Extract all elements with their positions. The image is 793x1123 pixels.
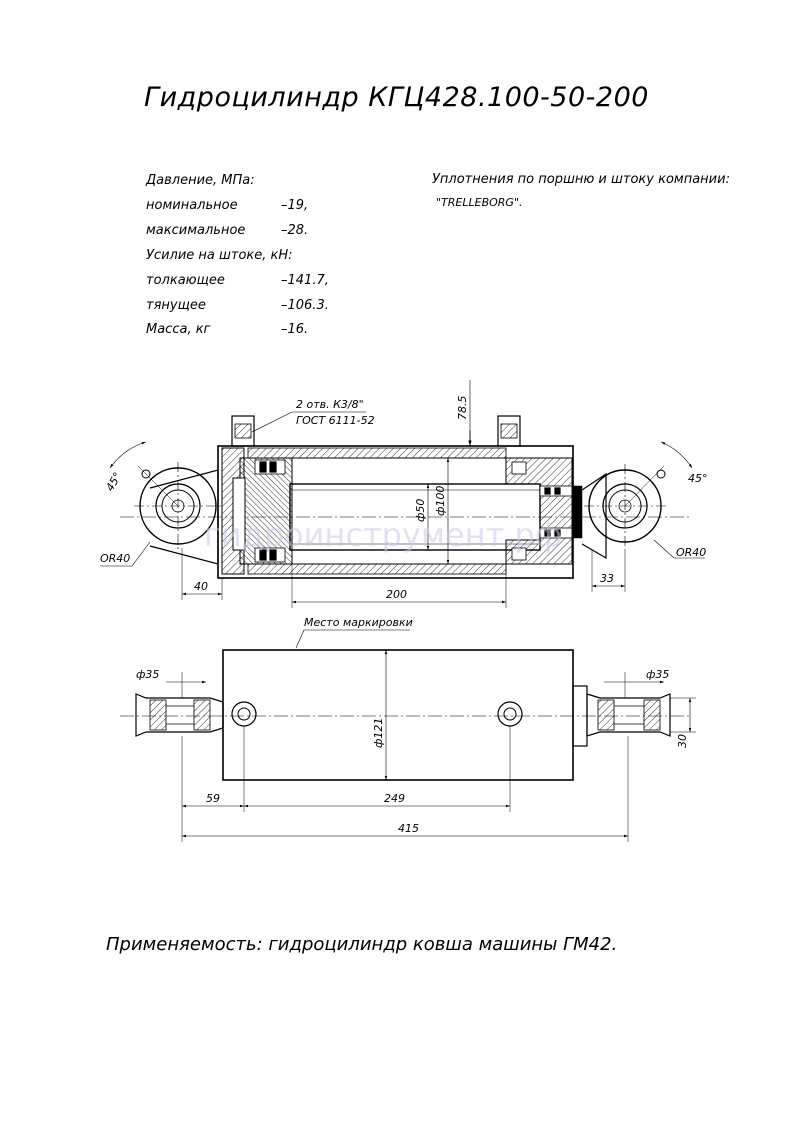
dist-59-label: 59	[206, 792, 220, 805]
seals-note-line1: Уплотнения по поршню и штоку компании:	[432, 172, 730, 187]
bore-label: ф100	[434, 486, 447, 516]
pin-left-label: ф35	[136, 668, 159, 681]
applicability-note: Применяемость: гидроцилиндр ковша машины…	[106, 934, 618, 955]
eye-width-label: 30	[676, 734, 689, 748]
right-offset-label: 33	[600, 572, 614, 585]
nominal-value: –19,	[281, 198, 309, 213]
height-label: 78.5	[456, 396, 469, 421]
seals-note-line2: "TRELLEBORG".	[436, 196, 523, 209]
total-length-label: 415	[398, 822, 419, 835]
gost-label: ГОСТ 6111-52	[296, 414, 375, 427]
radius-right-label: OR40	[676, 546, 706, 559]
pressure-label: Давление, МПа:	[146, 173, 255, 188]
stroke-label: 200	[386, 588, 407, 601]
top-view	[120, 629, 696, 842]
ports-label: 2 отв. К3/8"	[296, 398, 364, 411]
push-label: толкающее	[146, 273, 225, 288]
pull-label: тянущее	[146, 298, 206, 313]
left-offset-label: 40	[194, 580, 208, 593]
port-right	[497, 415, 521, 447]
section-view	[100, 380, 705, 608]
maximum-value: –28.	[281, 223, 309, 238]
mass-label: Масса, кг	[146, 322, 211, 337]
boss-left	[231, 701, 257, 727]
tube-wall-top	[247, 447, 507, 459]
body-outline	[222, 649, 574, 781]
piston	[239, 457, 293, 565]
rod-label: ф50	[414, 499, 427, 522]
drawing-title: Гидроцилиндр КГЦ428.100-50-200	[144, 82, 649, 113]
lug-right	[586, 693, 671, 737]
radius-left-label: OR40	[100, 552, 130, 565]
angle-left-label: 45°	[103, 470, 124, 493]
watermark: гидроинструмент.рф	[204, 516, 562, 554]
force-label: Усилие на штоке, кН:	[146, 248, 293, 263]
boss-right	[497, 701, 523, 727]
maximum-label: максимальное	[146, 223, 246, 238]
nominal-label: номинальное	[146, 198, 238, 213]
angle-right-label: 45°	[688, 472, 708, 485]
pull-value: –106.3.	[281, 298, 329, 313]
dist-249-label: 249	[384, 792, 405, 805]
pin-right-label: ф35	[646, 668, 669, 681]
body-diameter-label: ф121	[372, 718, 385, 748]
marking-label: Место маркировки	[304, 616, 413, 629]
tube-wall-bottom	[247, 563, 507, 575]
lug-left	[135, 693, 224, 737]
push-value: –141.7,	[281, 273, 329, 288]
mass-value: –16.	[281, 322, 309, 337]
